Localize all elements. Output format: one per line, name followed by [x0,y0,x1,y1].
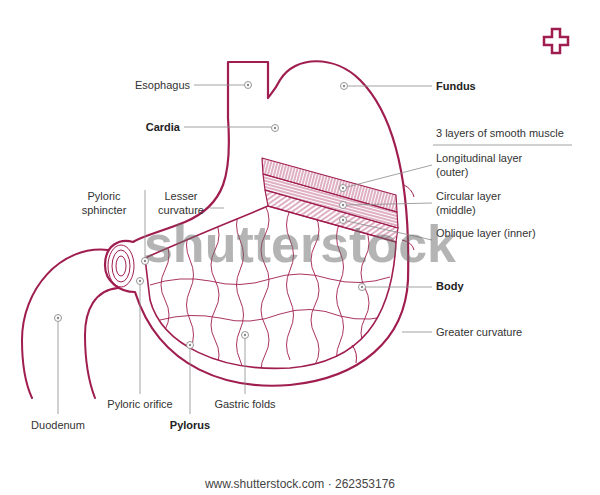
part-label: Lesser curvature [150,189,212,217]
part-label: Esophagus [88,78,190,92]
watermark: shutterstock [60,214,540,274]
leader-lines [348,86,432,87]
duodenum-outline [22,250,118,398]
leader-lines [433,145,572,146]
leader-dots [341,83,348,90]
leader-lines [245,339,246,394]
part-label: Pyloric orifice [90,397,190,411]
part-label: Circular layer (middle) [436,189,536,217]
leader-dots [242,332,249,339]
gastric-folds [160,309,400,321]
duodenum-outline [85,288,118,398]
leader-dot-centers [247,84,249,86]
part-label: Fundus [436,79,546,93]
leader-dot-centers [274,127,276,129]
leader-dots [359,284,366,291]
leader-dots [55,315,62,322]
greater-curvature-ticks [404,185,414,197]
leader-dot-centers [343,85,345,87]
image-id-footer: www.shutterstock.com · 262353176 [100,477,500,491]
leader-dot-centers [361,286,363,288]
part-label: 3 layers of smooth muscle [436,126,586,140]
leader-dot-centers [342,204,344,206]
gastric-folds [150,274,390,285]
pyloric-sphincter-ring [108,245,134,287]
part-label: Cardia [80,120,180,134]
leader-dots [245,82,252,89]
leader-dot-centers [139,280,141,282]
leader-dots [187,342,194,349]
leader-dots [272,125,279,132]
leader-lines [140,285,141,394]
part-label: Duodenum [18,418,98,432]
pyloric-sphincter-ring [112,250,130,282]
medical-cross-icon [544,29,568,53]
greater-curvature-ticks [352,345,357,363]
leader-lines [402,332,432,333]
leader-dot-centers [342,187,344,189]
greater-curvature-ticks [352,185,414,363]
medical-cross-icon [544,29,568,53]
part-label: Greater curvature [436,325,576,339]
duodenum-outline [22,250,108,398]
leader-dots [340,202,347,209]
pyloric-sphincter-ring [108,245,134,287]
leader-lines [194,85,244,86]
leader-lines [58,322,59,414]
leader-dots [137,278,144,285]
leader-lines [366,287,432,288]
leader-dots [340,185,347,192]
part-label: Gastric folds [195,397,295,411]
part-label: Pyloric sphincter [72,189,136,217]
part-label: Body [436,279,536,293]
part-label: Pylorus [140,418,240,432]
leader-dot-centers [189,344,191,346]
part-label: Longitudinal layer (outer) [436,151,536,179]
leader-dot-centers [57,317,59,319]
leader-lines [190,349,191,414]
pyloric-sphincter-ring [116,256,126,276]
leader-lines [184,127,271,128]
leader-lines [347,203,432,205]
leader-dot-centers [244,334,246,336]
leader-lines [210,208,224,209]
leader-lines [347,165,432,187]
